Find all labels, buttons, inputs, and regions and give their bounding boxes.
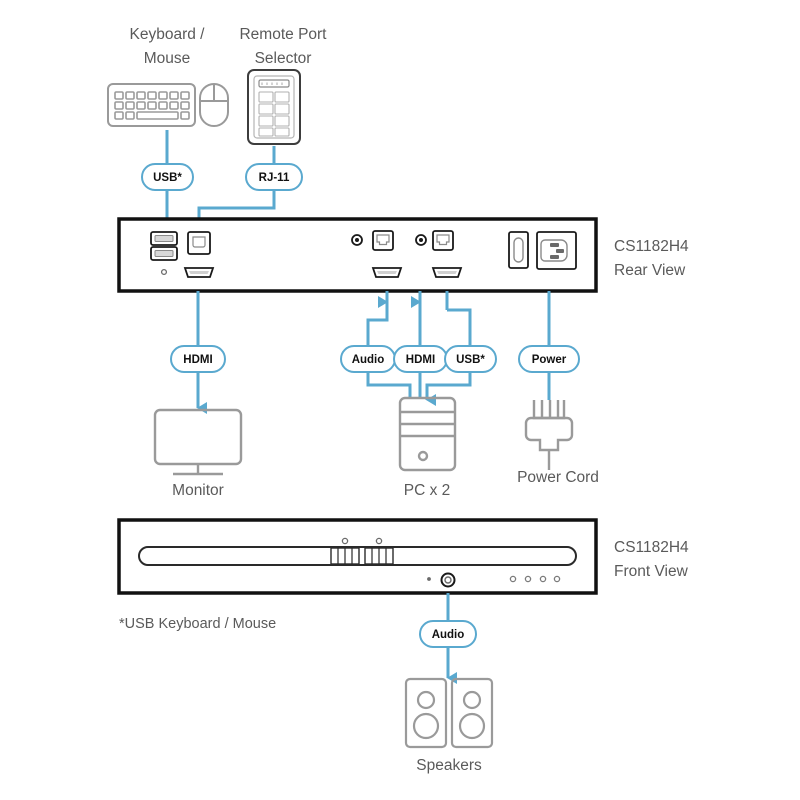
front-view-panel (117, 518, 598, 595)
speakers-icon (404, 677, 494, 749)
front-view-model-label: CS1182H4 Front View (614, 539, 689, 580)
hdmi-pc-pill-label: HDMI (406, 354, 435, 366)
rear-hdmi-pc1-icon (371, 267, 403, 278)
front-led-port1-icon (341, 537, 349, 545)
front-view-model-line2: Front View (614, 563, 689, 580)
front-led-small-icon (427, 577, 431, 581)
pc-tower-label: PC x 2 (404, 482, 451, 499)
rear-rj11-port-icon (187, 231, 211, 255)
rear-hdmi-pc2-icon (431, 267, 463, 278)
remote-port-selector-label-line2: Selector (255, 50, 312, 67)
remote-port-selector-label-line1: Remote Port (239, 26, 327, 43)
keyboard-mouse-label-line1: Keyboard / (130, 26, 206, 43)
audio-speaker-pill-label: Audio (432, 629, 465, 641)
usb-pill: USB* (141, 163, 194, 191)
front-led-port2-icon (375, 537, 383, 545)
usb-pill-label: USB* (153, 172, 182, 184)
audio-pc-pill: Audio (340, 345, 396, 373)
rj11-pill-label: RJ-11 (259, 172, 290, 184)
rj11-pill: RJ-11 (245, 163, 303, 191)
monitor-icon (153, 408, 243, 476)
speakers-label: Speakers (416, 757, 482, 774)
keyboard-icon (107, 83, 196, 127)
rear-view-model-line2: Rear View (614, 262, 686, 279)
keyboard-mouse-label: Keyboard / Mouse (130, 26, 206, 67)
hdmi-monitor-pill: HDMI (170, 345, 226, 373)
rear-led-icon (160, 268, 168, 276)
rear-hdmi-console-icon (183, 267, 215, 278)
hdmi-pc-pill: HDMI (393, 345, 448, 373)
usb-footnote: *USB Keyboard / Mouse (119, 616, 276, 632)
audio-pc-pill-label: Audio (352, 354, 385, 366)
audio-speaker-pill: Audio (419, 620, 477, 648)
keyboard-mouse-label-line2: Mouse (144, 50, 191, 67)
front-audio-jack-icon (440, 572, 456, 588)
remote-port-selector-label: Remote Port Selector (239, 26, 327, 67)
power-cord-icon (524, 400, 574, 470)
rear-port-group-pc2 (415, 230, 454, 251)
power-cord-label: Power Cord (517, 469, 599, 486)
power-switch-icon (508, 231, 529, 269)
rear-usb-ports-icon (150, 231, 178, 261)
power-socket-icon (536, 231, 577, 270)
middle-connection-lines (196, 291, 551, 414)
front-led-row (509, 575, 561, 583)
power-pill: Power (518, 345, 580, 373)
front-view-model-line1: CS1182H4 (614, 539, 689, 556)
rear-view-model-label: CS1182H4 Rear View (614, 238, 689, 279)
rear-view-model-line1: CS1182H4 (614, 238, 689, 255)
monitor-label: Monitor (172, 482, 224, 499)
usb-pc-pill-label: USB* (456, 354, 485, 366)
pc-tower-icon (398, 396, 457, 472)
rear-view-panel (117, 217, 598, 293)
usb-pc-pill: USB* (444, 345, 497, 373)
remote-port-selector-icon (247, 69, 301, 145)
hdmi-monitor-pill-label: HDMI (183, 354, 212, 366)
front-port-buttons (330, 547, 394, 565)
power-pill-label: Power (532, 354, 567, 366)
mouse-icon (199, 83, 229, 127)
rear-port-group-pc1 (351, 230, 394, 251)
